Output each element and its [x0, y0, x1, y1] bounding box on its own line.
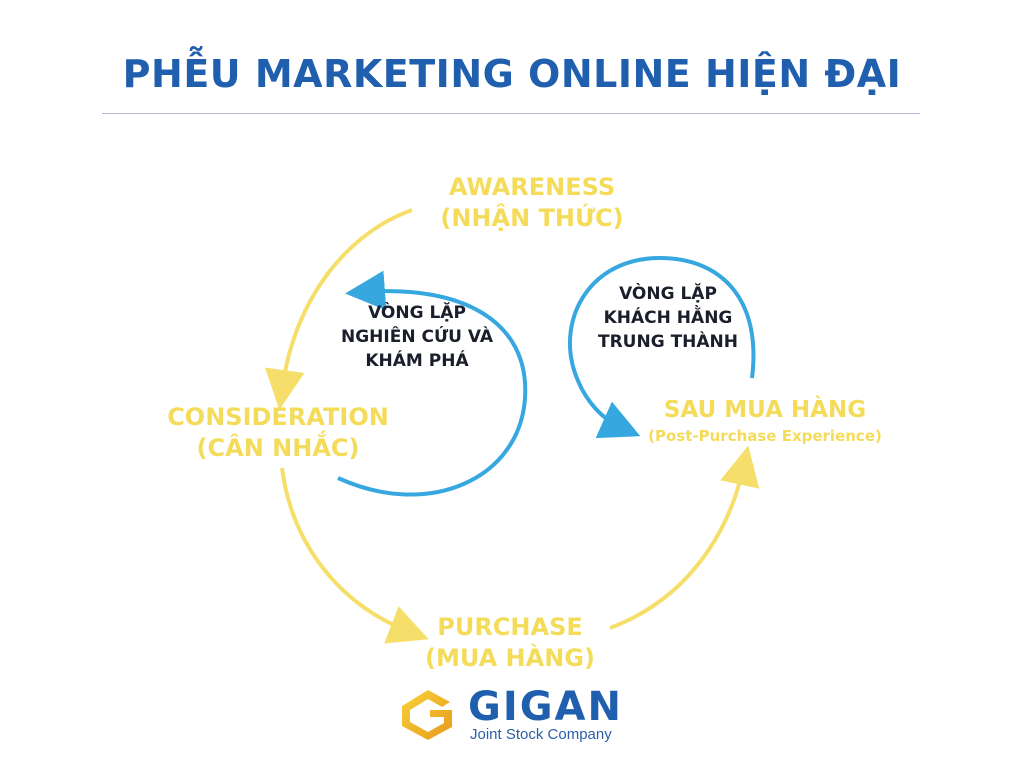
arrow-awareness-to-consideration: [264, 208, 413, 410]
page-title: PHỄU MARKETING ONLINE HIỆN ĐẠI: [122, 52, 902, 96]
stage-post-purchase-title: SAU MUA HÀNG: [663, 397, 867, 423]
stage-purchase-title: PURCHASE: [437, 613, 583, 641]
loyalty-loop-arrow: [568, 255, 756, 439]
loyalty-loop-line: TRUNG THÀNH: [597, 332, 739, 352]
loyalty-loop-label: VÒNG LẶP KHÁCH HẰNG TRUNG THÀNH: [563, 282, 773, 354]
arrow-purchase-to-post-purchase: [609, 445, 760, 630]
gigan-logo-icon: [402, 690, 452, 740]
loyalty-loop-line: VÒNG LẶP: [619, 284, 717, 304]
title-divider: [102, 113, 920, 114]
stage-consideration: CONSIDERATION (CÂN NHẮC): [128, 402, 428, 464]
logo-tagline: Joint Stock Company: [470, 726, 612, 743]
stage-awareness-subtitle: (NHẬN THỨC): [440, 204, 624, 232]
research-loop-line: KHÁM PHÁ: [365, 351, 469, 371]
research-loop-label: VÒNG LẶP NGHIÊN CỨU VÀ KHÁM PHÁ: [312, 301, 522, 373]
research-loop-line: NGHIÊN CỨU VÀ: [340, 327, 494, 347]
stage-post-purchase-subtitle: (Post-Purchase Experience): [648, 427, 882, 445]
stage-purchase: PURCHASE (MUA HÀNG): [355, 612, 665, 674]
loyalty-loop-line: KHÁCH HẰNG: [603, 308, 733, 328]
stage-post-purchase: SAU MUA HÀNG (Post-Purchase Experience): [600, 395, 930, 447]
stage-consideration-subtitle: (CÂN NHẮC): [196, 434, 360, 462]
research-loop-arrow: [337, 270, 528, 497]
stage-awareness-title: AWARENESS: [448, 173, 616, 201]
stage-consideration-title: CONSIDERATION: [167, 403, 389, 431]
stage-awareness: AWARENESS (NHẬN THỨC): [372, 172, 692, 234]
logo-wordmark: GIGAN: [468, 684, 623, 730]
arrow-consideration-to-purchase: [280, 467, 429, 644]
stage-purchase-subtitle: (MUA HÀNG): [425, 644, 595, 672]
research-loop-line: VÒNG LẶP: [368, 303, 466, 323]
